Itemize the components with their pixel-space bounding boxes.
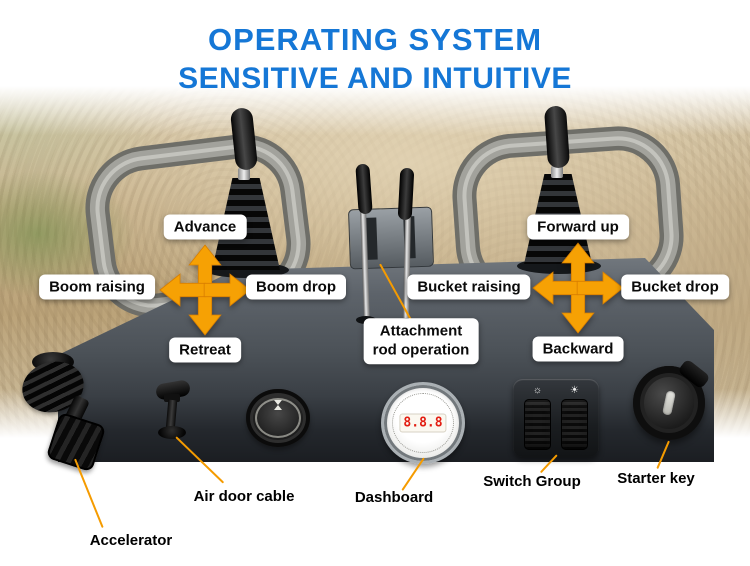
keyhole xyxy=(662,390,676,416)
rocker-switch-left xyxy=(524,399,551,450)
label-boom-raising: Boom raising xyxy=(39,274,155,300)
switch-column-left: ☼ xyxy=(524,386,551,450)
label-accelerator: Accelerator xyxy=(89,532,173,549)
label-advance: Advance xyxy=(163,214,247,240)
attachment-label-line2: rod operation xyxy=(372,341,470,358)
label-starter-key: Starter key xyxy=(617,470,695,487)
switch-column-right: ☀ xyxy=(561,386,588,450)
title-line-1: OPERATING SYSTEM xyxy=(207,22,543,57)
hour-meter-gauge xyxy=(246,389,310,447)
dashboard-digital-display: 8.8.8 xyxy=(399,413,447,433)
label-backward: Backward xyxy=(532,336,624,362)
light-switch-icon: ☼ xyxy=(532,385,543,396)
air-door-knob-base xyxy=(158,426,186,439)
air-door-knob-collar xyxy=(164,394,180,402)
label-forward-up: Forward up xyxy=(527,214,629,240)
rocker-switch-right xyxy=(561,399,588,450)
starter-key-switch xyxy=(633,358,711,440)
label-bucket-raising: Bucket raising xyxy=(407,274,531,300)
accelerator-pedal xyxy=(10,352,140,477)
label-boom-drop: Boom drop xyxy=(246,274,346,300)
left-direction-cross-arrows xyxy=(159,244,251,336)
air-door-cable-knob xyxy=(150,379,214,452)
left-joystick-collar xyxy=(238,168,250,180)
label-switch-group: Switch Group xyxy=(483,473,581,490)
dashboard-gauge: 8.8.8 xyxy=(381,382,465,464)
label-air-door-cable: Air door cable xyxy=(193,488,295,505)
attachment-label-line1: Attachment xyxy=(379,322,463,340)
label-dashboard: Dashboard xyxy=(354,489,434,506)
arrow-right-icon xyxy=(576,271,624,305)
beacon-switch-icon: ☀ xyxy=(570,385,579,396)
label-attachment-rod-operation: Attachment rod operation xyxy=(363,318,479,364)
label-retreat: Retreat xyxy=(169,337,241,363)
switch-group-panel: ☼ ☀ xyxy=(513,379,599,457)
right-direction-cross-arrows xyxy=(532,242,624,334)
arrow-right-icon xyxy=(203,273,251,307)
right-joystick-collar xyxy=(551,166,563,178)
page-title: OPERATING SYSTEM SENSITIVE AND INTUITIVE xyxy=(0,22,750,96)
label-bucket-drop: Bucket drop xyxy=(621,274,729,300)
title-line-2: SENSITIVE AND INTUITIVE xyxy=(178,62,572,95)
hourglass-icon xyxy=(274,400,282,410)
attachment-rod-right-grip xyxy=(397,167,415,221)
right-joystick-knob xyxy=(543,105,571,169)
